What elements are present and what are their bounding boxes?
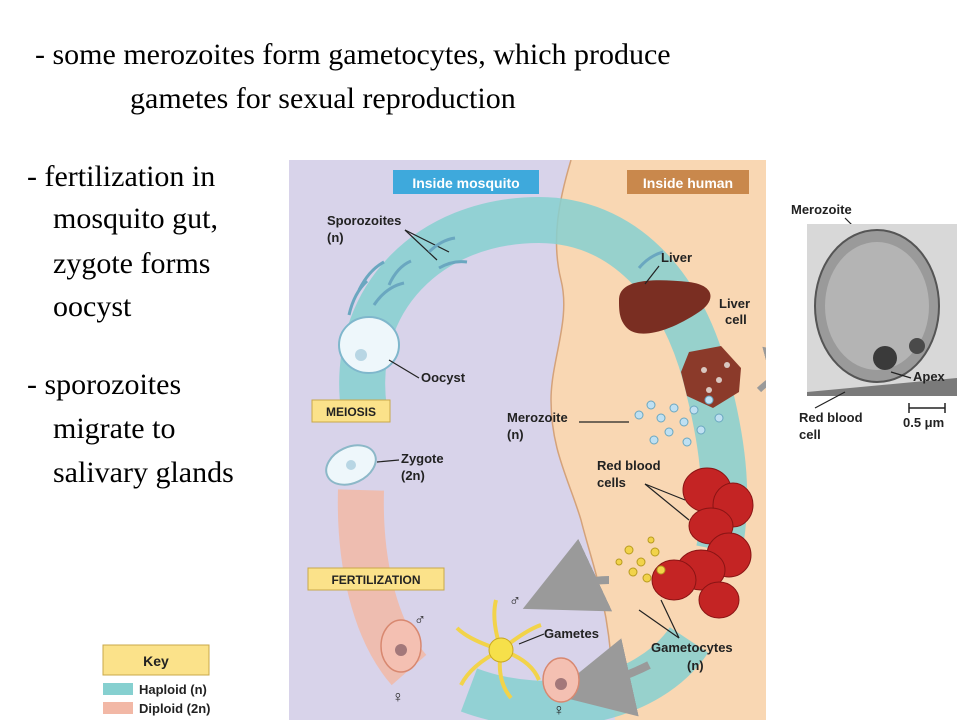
legend-key: Key Haploid (n) Diploid (2n) xyxy=(102,644,211,716)
header-inside-human xyxy=(627,170,749,194)
bullet-fertilization-line-4: oocyst xyxy=(53,290,132,323)
arrow-to-gametes xyxy=(522,538,613,612)
header-inside-mosquito-label: Inside mosquito xyxy=(412,175,519,191)
headline-line-2: gametes for sexual reproduction xyxy=(130,82,516,115)
micrograph-scale-label: 0.5 μm xyxy=(903,415,944,430)
micrograph-rbc-label-2: cell xyxy=(799,427,821,442)
male-symbol-right: ♂ xyxy=(509,593,521,610)
meiosis-box xyxy=(311,399,391,423)
gametocyte-cells xyxy=(615,536,666,583)
merozoite-micrograph: Merozoite Apex Red blood cell 0.5 μm xyxy=(785,196,957,458)
key-diploid-label: Diploid (2n) xyxy=(139,701,211,716)
red-blood-cells-label: Red blood xyxy=(597,458,661,473)
key-haploid-swatch xyxy=(103,683,133,695)
key-haploid-label: Haploid (n) xyxy=(139,682,207,697)
liver-organ xyxy=(619,280,711,334)
bullet-fertilization-line-3: zygote forms xyxy=(53,247,211,280)
sporozoites-ploidy: (n) xyxy=(327,230,344,245)
headline-line-1: - some merozoites form gametocytes, whic… xyxy=(35,38,671,71)
female-symbol-left: ♀ xyxy=(392,689,404,706)
fertilization-label: FERTILIZATION xyxy=(331,573,420,587)
key-diploid-swatch xyxy=(103,702,133,714)
male-symbol-left: ♂ xyxy=(414,612,426,629)
fertilization-box xyxy=(307,567,445,591)
merozoite-ploidy: (n) xyxy=(507,427,524,442)
meiosis-label: MEIOSIS xyxy=(326,405,376,419)
micrograph-rbc-label: Red blood xyxy=(799,410,863,425)
arrow-to-micrograph xyxy=(756,346,766,405)
liver-cell-label: Liver xyxy=(719,296,750,311)
key-title: Key xyxy=(143,653,169,669)
liver-cell-label-2: cell xyxy=(725,312,747,327)
micrograph-apex-label: Apex xyxy=(913,369,946,384)
merozoite-label: Merozoite xyxy=(507,410,568,425)
gametocytes-label: Gametocytes xyxy=(651,640,733,655)
zygote-label: Zygote xyxy=(401,451,444,466)
gametes-label: Gametes xyxy=(544,626,599,641)
key-title-box xyxy=(102,644,210,676)
micrograph-merozoite-label: Merozoite xyxy=(791,202,852,217)
bullet-fertilization-line-1: - fertilization in xyxy=(27,160,216,193)
header-inside-human-label: Inside human xyxy=(643,175,733,191)
header-inside-mosquito xyxy=(393,170,539,194)
life-cycle-diagram: Inside mosquito Inside human Sporozoites… xyxy=(289,160,766,720)
bullet-sporozoites-line-1: - sporozoites xyxy=(27,368,182,401)
arrow-to-female-gamete xyxy=(551,638,651,717)
liver-cell xyxy=(681,346,741,408)
liver-label: Liver xyxy=(661,250,692,265)
sporozoites-label: Sporozoites xyxy=(327,213,401,228)
bullet-sporozoites-line-3: salivary glands xyxy=(53,456,234,489)
oocyst-label: Oocyst xyxy=(421,370,466,385)
bullet-sporozoites-line-2: migrate to xyxy=(53,412,176,445)
female-symbol-bottom: ♀ xyxy=(553,702,565,719)
red-blood-cells xyxy=(651,467,754,619)
sporozoite-cells xyxy=(347,236,664,316)
merozoite-cells xyxy=(634,395,724,447)
zygote-ploidy: (2n) xyxy=(401,468,425,483)
oocyst-cell xyxy=(338,316,400,374)
red-blood-cells-label-2: cells xyxy=(597,475,626,490)
gametocytes-ploidy: (n) xyxy=(687,658,704,673)
bullet-fertilization-line-2: mosquito gut, xyxy=(53,202,219,235)
